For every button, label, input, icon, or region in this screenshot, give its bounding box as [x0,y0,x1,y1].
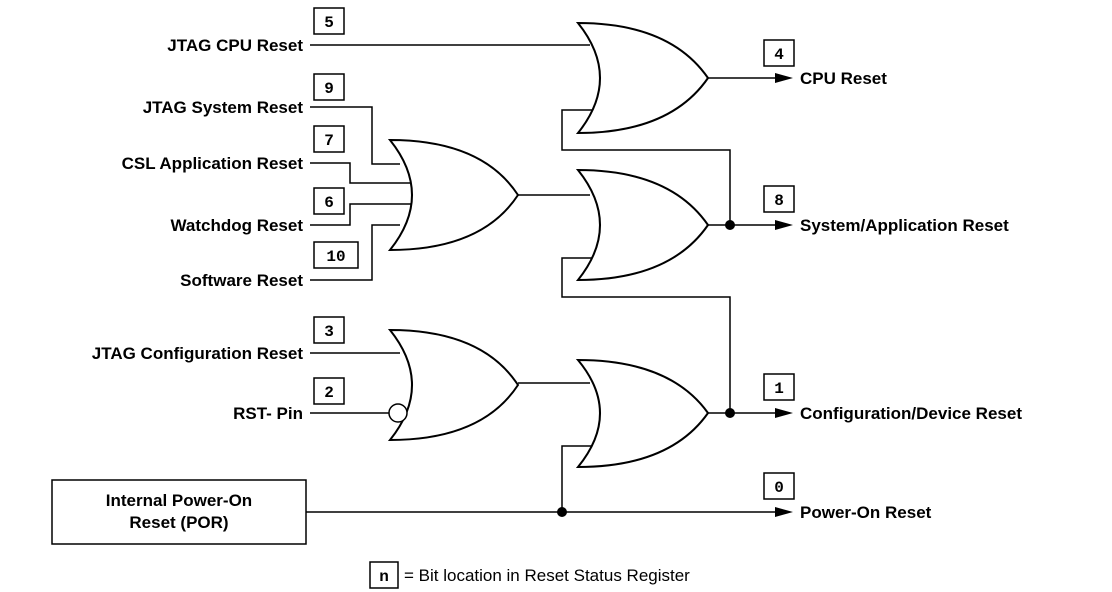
svg-text:7: 7 [324,132,334,150]
arrowhead-power-on-reset [775,507,793,517]
or-gate-cpu [575,21,710,135]
inverter-bubble [388,403,408,423]
or-gate-config-sources [387,328,520,442]
arrowhead-config-reset [775,408,793,418]
junction-dot-config [725,408,735,418]
wire-watchdog [310,203,412,226]
bit-box-jtag-cpu: 5 [313,7,345,35]
bit-box-rst-pin: 2 [313,377,345,405]
svg-text:8: 8 [774,192,784,210]
bit-box-jtag-config: 3 [313,316,345,344]
label-cpu-reset: CPU Reset [800,69,887,88]
junction-dot-system [725,220,735,230]
svg-text:2: 2 [324,384,334,402]
bit-box-power-on-reset: 0 [763,472,795,500]
svg-text:1: 1 [774,380,784,398]
label-power-on-reset: Power-On Reset [800,503,932,522]
legend: n = Bit location in Reset Status Registe… [369,561,690,589]
or-gate-config [575,358,710,469]
svg-text:5: 5 [324,14,334,32]
svg-text:0: 0 [774,479,784,497]
bit-box-watchdog: 6 [313,187,345,215]
wire-or4-feedback [561,109,731,225]
label-software-reset: Software Reset [180,271,303,290]
label-csl-application-reset: CSL Application Reset [122,154,304,173]
label-jtag-configuration-reset: JTAG Configuration Reset [92,344,304,363]
bit-box-system-reset: 8 [763,185,795,213]
por-box [51,479,307,545]
label-jtag-cpu-reset: JTAG CPU Reset [167,36,303,55]
arrowhead-cpu-reset [775,73,793,83]
label-rst-pin: RST- Pin [233,404,303,423]
legend-symbol: n [379,568,389,586]
label-watchdog-reset: Watchdog Reset [170,216,303,235]
bit-box-config-reset: 1 [763,373,795,401]
svg-text:9: 9 [324,80,334,98]
arrowhead-system-reset [775,220,793,230]
label-system-application-reset: System/Application Reset [800,216,1009,235]
legend-text: = Bit location in Reset Status Register [404,566,690,585]
label-configuration-device-reset: Configuration/Device Reset [800,404,1022,423]
wire-or5-feedback [561,257,731,413]
wire-csl-app [310,162,412,184]
wire-or3-por-input [561,445,597,512]
bit-box-software: 10 [313,241,359,269]
label-por-line2: Reset (POR) [129,513,228,532]
legend-symbol-box [369,561,399,589]
bit-box-cpu-reset: 4 [763,39,795,67]
label-por-line1: Internal Power-On [106,491,252,510]
svg-text:3: 3 [324,323,334,341]
wire-jtag-system [310,106,400,165]
svg-text:10: 10 [326,248,345,266]
bit-box-jtag-system: 9 [313,73,345,101]
or-gate-system [575,168,710,282]
wire-software [310,224,400,281]
label-jtag-system-reset: JTAG System Reset [143,98,304,117]
junction-dot-por [557,507,567,517]
bit-box-csl-application: 7 [313,125,345,153]
svg-text:6: 6 [324,194,334,212]
or-gate-software-sources [387,138,520,252]
svg-text:4: 4 [774,46,784,64]
